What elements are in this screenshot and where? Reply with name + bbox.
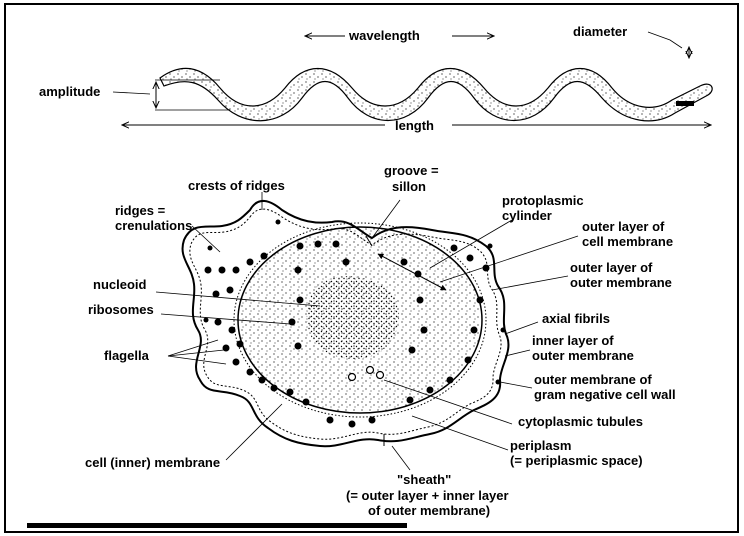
scale-bar-bottom — [27, 523, 407, 528]
ribosomes-label: ribosomes — [88, 302, 154, 317]
cell-membrane-label: cell (inner) membrane — [85, 455, 220, 470]
outer-outer-label-2: outer membrane — [570, 275, 672, 290]
ridges-label-2: crenulations — [115, 218, 192, 233]
outer-outer-label-1: outer layer of — [570, 260, 653, 275]
periplasm-label-2: (= periplasmic space) — [510, 453, 643, 468]
ridges-label-1: ridges = — [115, 203, 166, 218]
wavelength-dimension: wavelength — [305, 28, 494, 43]
amplitude-label: amplitude — [39, 84, 100, 99]
protoplasmic-label-1: protoplasmic — [502, 193, 584, 208]
groove-label-2: sillon — [392, 179, 426, 194]
spirochete-body — [160, 69, 712, 121]
flagella-label: flagella — [104, 348, 150, 363]
sheath-label-1: "sheath" — [397, 472, 451, 487]
groove-label-1: groove = — [384, 163, 439, 178]
gram-label-2: gram negative cell wall — [534, 387, 676, 402]
outer-cell-label-1: outer layer of — [582, 219, 665, 234]
wavelength-label: wavelength — [348, 28, 420, 43]
periplasm-label-1: periplasm — [510, 438, 571, 453]
protoplasmic-label-2: cylinder — [502, 208, 552, 223]
length-label: length — [395, 118, 434, 133]
gram-label-1: outer membrane of — [534, 372, 652, 387]
nucleoid-label: nucleoid — [93, 277, 147, 292]
cyto-tubules-label: cytoplasmic tubules — [518, 414, 643, 429]
scale-bar-top — [676, 101, 694, 106]
inner-outer-label-1: inner layer of — [532, 333, 614, 348]
axial-fibrils-label: axial fibrils — [542, 311, 610, 326]
length-dimension: length — [122, 118, 711, 133]
outer-cell-label-2: cell membrane — [582, 234, 673, 249]
cell-cross-section — [183, 201, 509, 446]
diameter-dimension: diameter — [573, 24, 689, 58]
inner-outer-label-2: outer membrane — [532, 348, 634, 363]
sheath-label-2: (= outer layer + inner layer — [346, 488, 509, 503]
diameter-label: diameter — [573, 24, 627, 39]
crests-label: crests of ridges — [188, 178, 285, 193]
sheath-label-3: of outer membrane) — [368, 503, 490, 518]
